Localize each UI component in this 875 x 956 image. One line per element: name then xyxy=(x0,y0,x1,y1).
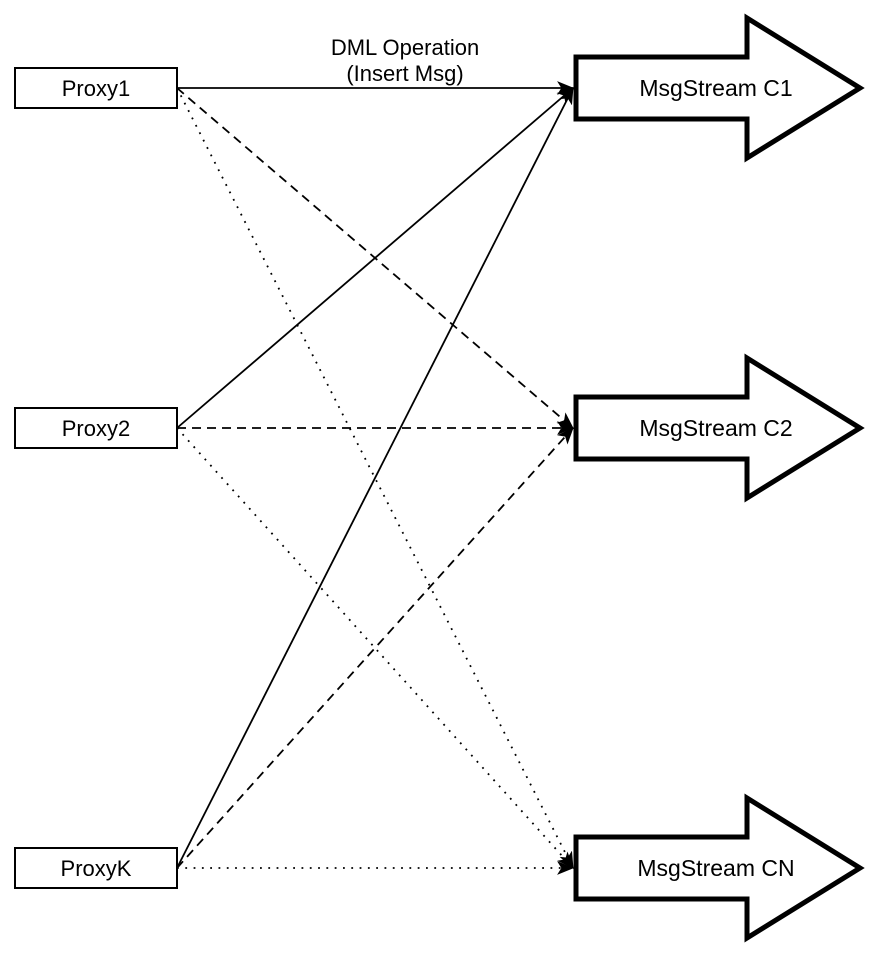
annotation-line2: (Insert Msg) xyxy=(346,61,463,86)
msgstream-c1-label: MsgStream C1 xyxy=(639,75,792,101)
msgstream-c1-node: MsgStream C1 xyxy=(573,13,865,163)
edges-layer xyxy=(176,81,575,875)
msgstream-c2-arrow-shape xyxy=(573,353,865,503)
msgstream-c1-arrow-shape xyxy=(573,13,865,163)
msgstream-cn-arrow-shape xyxy=(573,793,865,943)
edge-proxyk-c1-solid xyxy=(176,87,574,869)
edge-proxy2-c1-solid xyxy=(176,87,574,429)
annotation-line1: DML Operation xyxy=(331,35,479,60)
proxyk-box xyxy=(14,847,178,889)
msgstream-cn-node: MsgStream CN xyxy=(573,793,865,943)
msgstream-c2-label: MsgStream C2 xyxy=(639,415,792,441)
proxy2-box xyxy=(14,407,178,449)
dml-operation-annotation: DML Operation (Insert Msg) xyxy=(331,35,479,86)
proxy1-box xyxy=(14,67,178,109)
edge-proxyk-c2-dashed xyxy=(176,427,574,869)
proxy2-label: Proxy2 xyxy=(62,416,130,441)
proxy2-node: Proxy2 xyxy=(14,407,178,449)
proxyk-node: ProxyK xyxy=(14,847,178,889)
proxy1-node: Proxy1 xyxy=(14,67,178,109)
msgstream-cn-label: MsgStream CN xyxy=(637,855,794,881)
proxy1-label: Proxy1 xyxy=(62,76,130,101)
msgstream-c2-node: MsgStream C2 xyxy=(573,353,865,503)
proxyk-label: ProxyK xyxy=(61,856,132,881)
